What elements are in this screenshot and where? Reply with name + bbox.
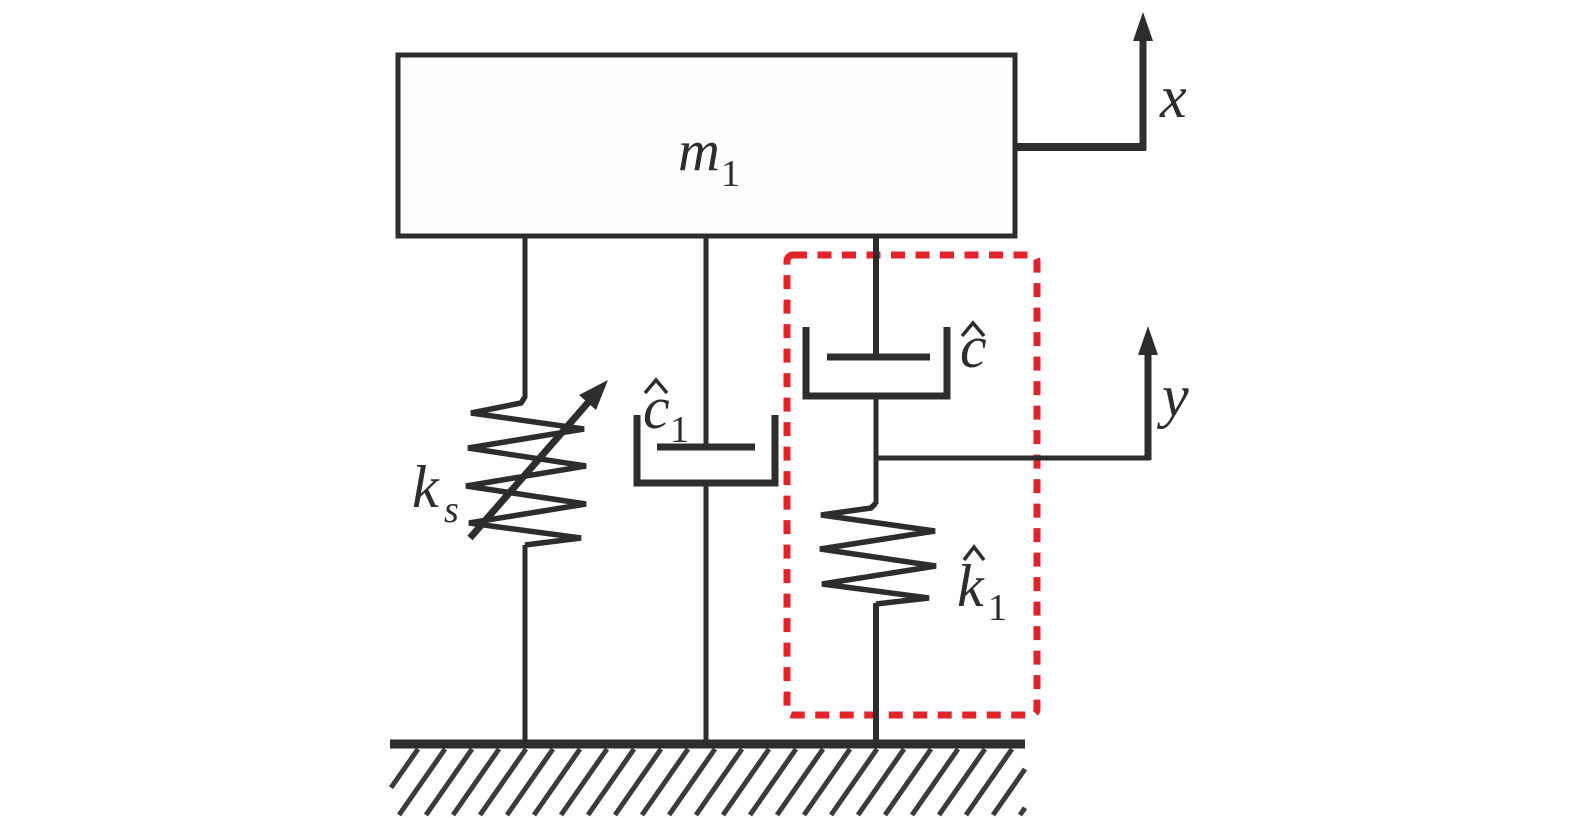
spring-ks-label: k s [412,454,459,531]
damper-c-hat-accent [960,320,986,338]
y-axis-label: y [1156,363,1189,429]
spring-k1-coil [819,501,937,607]
y-arrowhead-icon [1138,326,1158,355]
hatch-stroke [1017,806,1028,817]
spring-k1-hat-accent [962,544,986,562]
ground-hatch [388,747,1028,817]
damper-c1-hat-accent [643,377,669,395]
variable-spring-ks [465,234,608,744]
variable-arrow [467,395,595,541]
hatch-stroke [504,747,556,817]
hatch-stroke [936,747,988,817]
hatch-stroke [963,747,1015,817]
hatch-stroke [747,747,799,817]
x-axis-arrow [1015,12,1153,151]
y-axis-arrow [876,326,1158,461]
spring-ks-coil [465,395,587,548]
hatch-stroke [801,747,853,817]
hatch-stroke [990,767,1028,817]
hatch-stroke [828,747,880,817]
damper-c-label: c [960,314,987,380]
hatch-stroke [450,747,502,817]
hatch-stroke [585,747,637,817]
hatch-stroke [909,747,961,817]
spring-k1 [819,501,937,744]
hatch-stroke [720,747,772,817]
hatch-stroke [666,747,718,817]
hatch-stroke [558,747,610,817]
variable-arrowhead-icon [579,380,608,410]
hatch-stroke [693,747,745,817]
highlight-dashed-box [783,251,1041,719]
hatch-stroke [396,747,448,817]
x-axis-label: x [1159,64,1187,130]
hatch-stroke [639,747,691,817]
mass-block [395,52,1018,239]
spring-k1-label: k 1 [957,553,1007,629]
hatch-stroke [855,747,907,817]
damper-c1 [633,234,779,744]
hatch-stroke [612,747,664,817]
damper-c1-label: c 1 [643,375,689,451]
hatch-stroke [423,747,475,817]
hatch-stroke [774,747,826,817]
hatch-stroke [477,747,529,817]
x-arrowhead-icon [1133,12,1153,41]
mass-label: m 1 [678,118,740,195]
hatch-stroke [388,747,421,790]
hatch-stroke [882,747,934,817]
damper-c [802,234,951,504]
hatch-stroke [531,747,583,817]
